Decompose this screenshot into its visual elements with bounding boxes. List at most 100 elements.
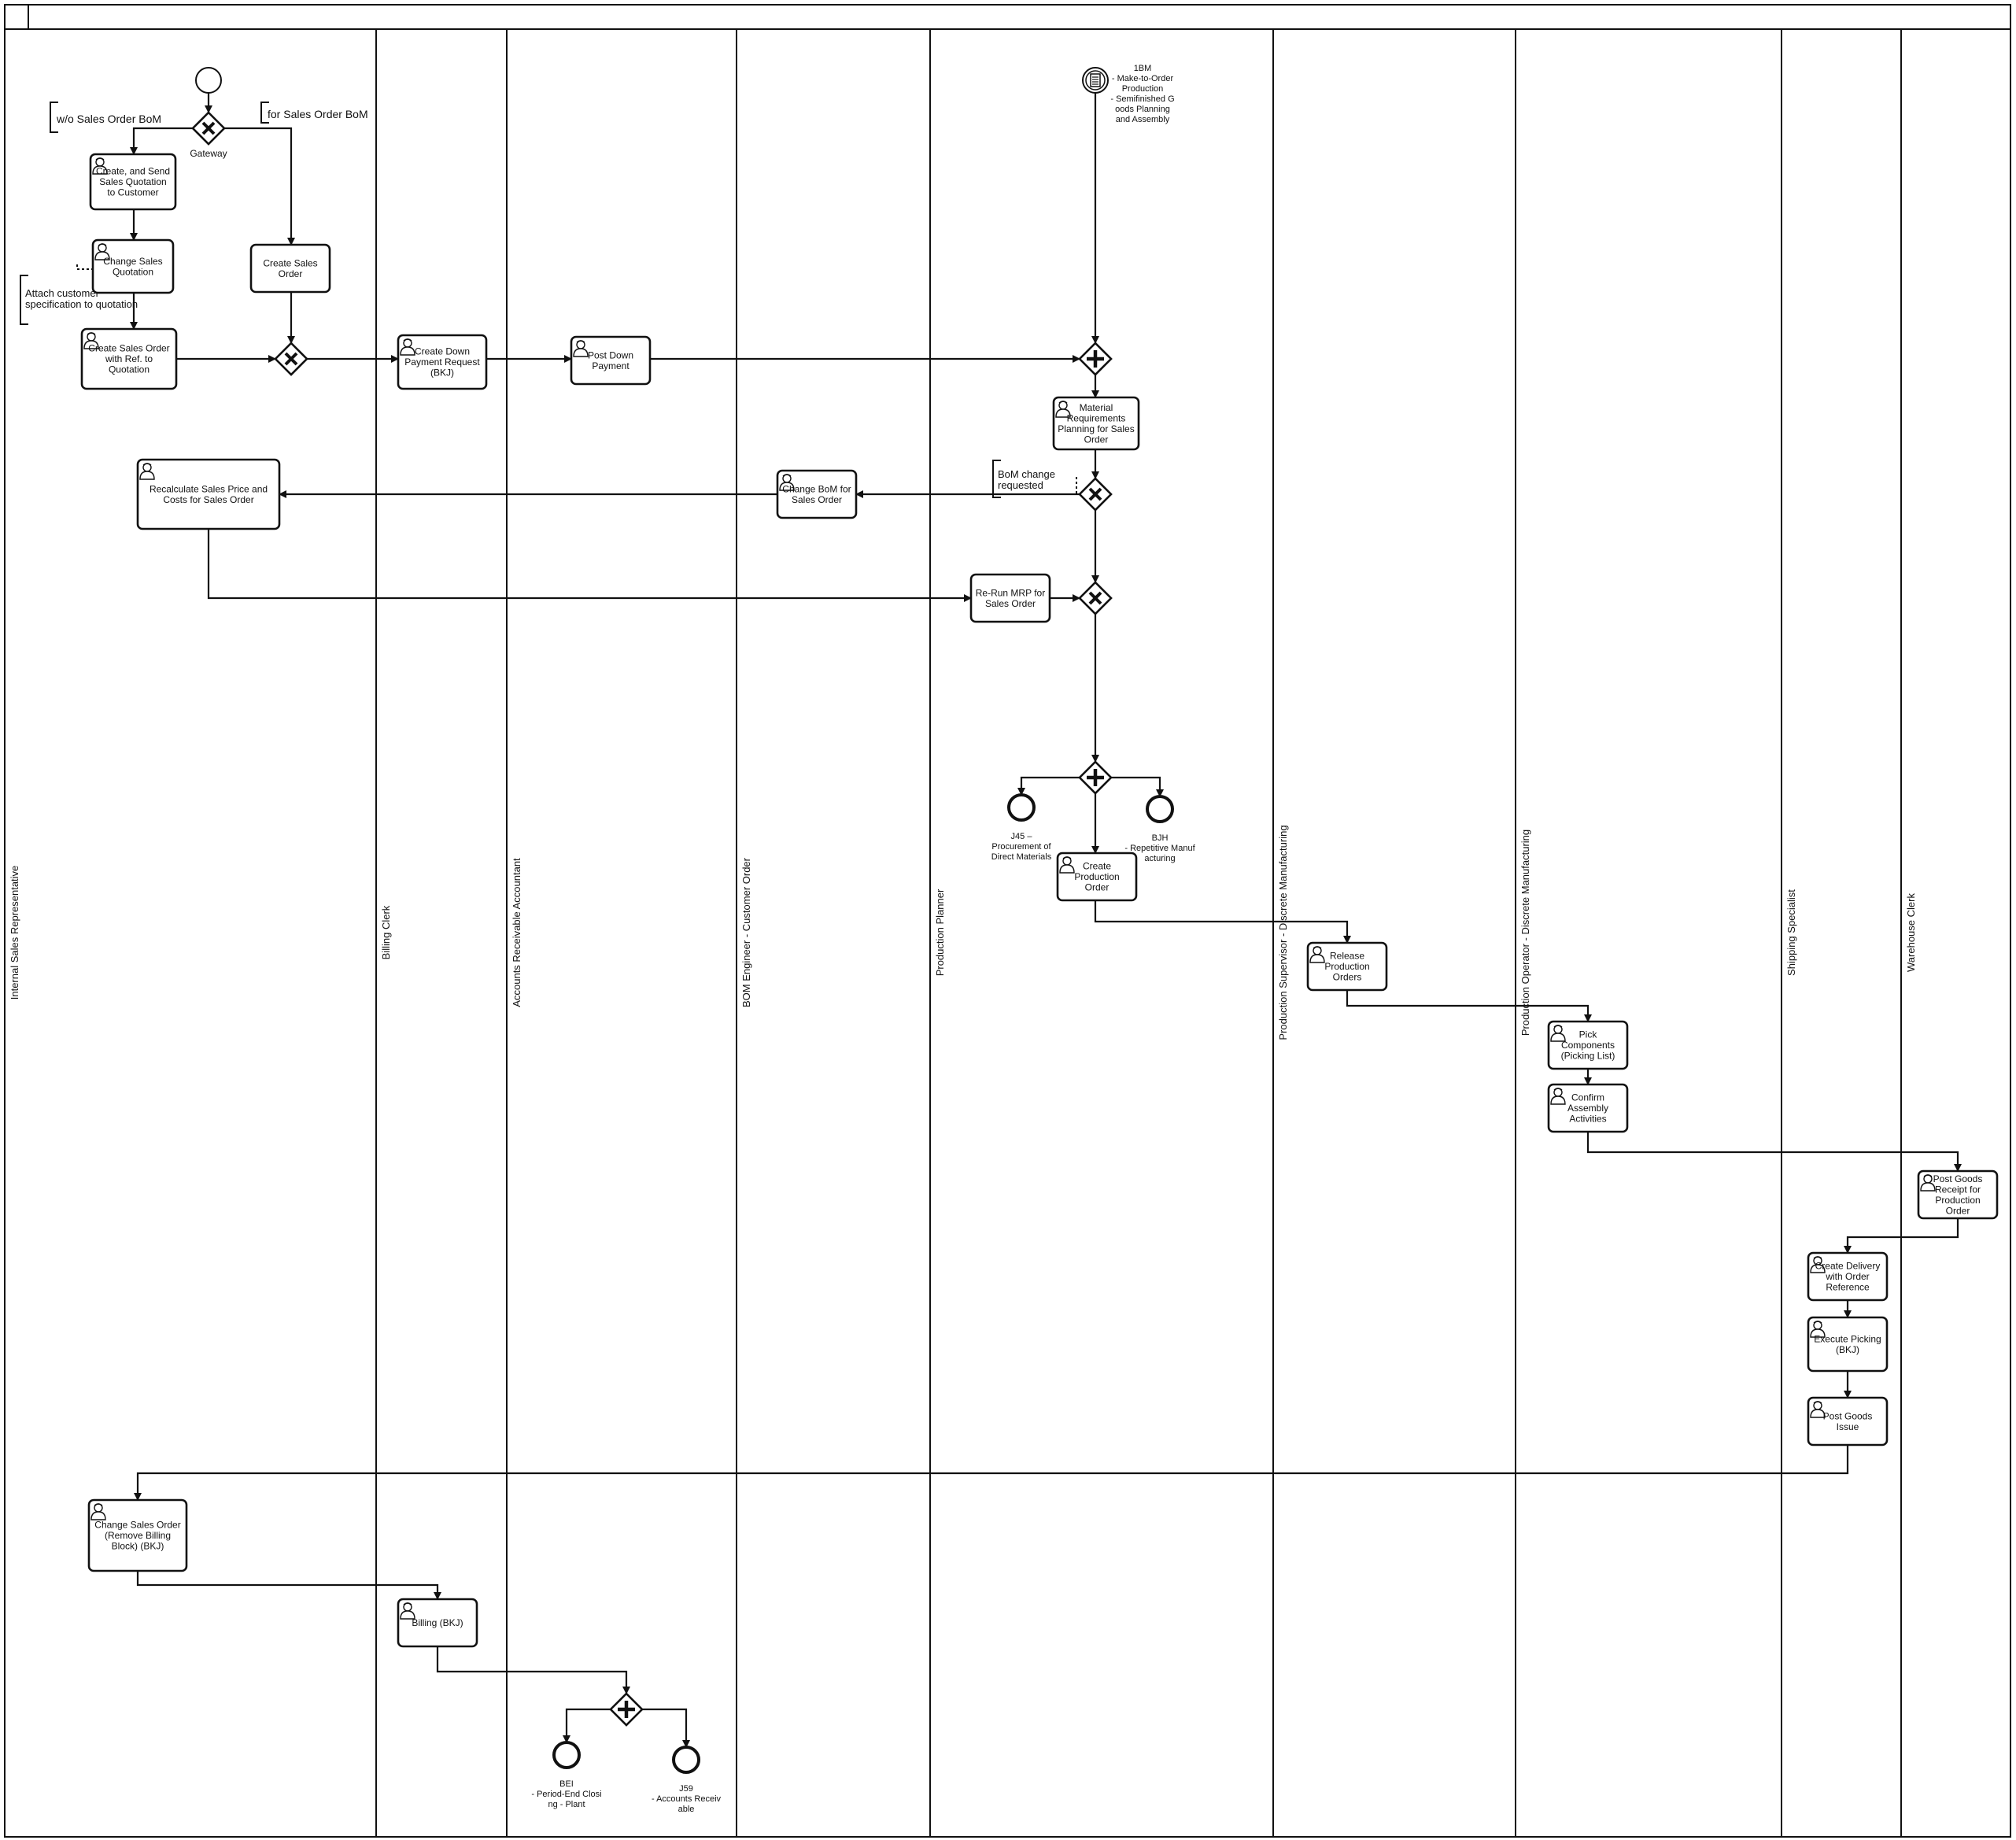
lane-label-bc: Billing Clerk [380,905,392,959]
task-label: Payment [592,360,630,371]
annotation-text-a_attach: specification to quotation [25,298,138,310]
start-event[interactable] [195,67,222,94]
exclusive-gateway[interactable]: Gateway [190,111,227,159]
plus-marker-icon [1087,350,1104,368]
annotation-text-a_wo: w/o Sales Order BoM [56,113,161,125]
sequence-flow[interactable] [130,127,193,155]
parallel-gateway[interactable] [609,1692,644,1727]
annotation-text-a_bom: BoM change [998,468,1055,480]
lane-label-bom: BOM Engineer - Customer Order [740,857,752,1007]
association-line [76,264,118,270]
exclusive-gateway[interactable] [274,342,308,376]
user-icon [779,474,795,491]
task-label: (BKJ) [1836,1344,1859,1355]
task-label: Confirm [1571,1092,1604,1103]
task-label: Assembly [1567,1103,1608,1114]
task-label: to Customer [107,187,158,198]
sequence-flow[interactable] [1094,900,1351,944]
user-icon [400,338,415,356]
sequence-flow[interactable] [1844,1218,1959,1254]
event-label: Direct Materials [991,852,1052,862]
task-label: Create Sales [263,257,317,268]
lane-label-pp: Production Planner [934,889,946,976]
sequence-flow[interactable] [563,1708,611,1743]
lane-label-isr: Internal Sales Representative [9,866,20,1000]
user-icon [94,243,110,260]
sequence-flow[interactable] [1346,990,1592,1022]
task-picking[interactable]: Execute Picking(BKJ) [1807,1316,1889,1373]
exclusive-gateway[interactable] [1078,581,1113,615]
exclusive-gateway[interactable] [1078,477,1113,512]
task-label: Create Sales Order [88,343,169,354]
event-label: - Accounts Receiv [652,1794,722,1804]
parallel-gateway[interactable] [1078,760,1113,795]
sequence-flow[interactable] [1017,776,1080,796]
end-event[interactable]: J59- Accounts Receivable [652,1746,722,1814]
event-label: and Assembly [1116,115,1170,124]
annotation-text-a_for: for Sales Order BoM [268,108,368,120]
event-label: - Repetitive Manuf [1124,844,1195,853]
task-label: Create [1083,861,1111,872]
task-label: Orders [1333,972,1362,983]
event-label: ng - Plant [548,1800,585,1809]
sequence-flow[interactable] [642,1708,690,1748]
user-icon [92,157,108,175]
event-label: Production [1122,84,1164,94]
sequence-flow[interactable] [436,1646,630,1694]
task-label: Re-Run MRP for [976,587,1045,598]
task-label: Activities [1569,1114,1606,1125]
plus-marker-icon [1087,769,1104,786]
gateway-label: Gateway [190,148,227,159]
event-label: Procurement of [991,842,1051,852]
lane-label-ps: Production Supervisor - Discrete Manufac… [1277,825,1289,1040]
task-label: (Remove Billing [105,1530,171,1541]
sequence-flow[interactable] [1586,1132,1962,1172]
task-label: Create Down [415,346,470,357]
event-label: - Period-End Closi [531,1790,601,1799]
user-icon [1810,1401,1826,1418]
task-label: (Picking List) [1561,1051,1615,1062]
sequence-flow[interactable] [224,127,295,246]
task-label: Reference [1826,1282,1870,1293]
event-label: able [678,1805,695,1814]
task-label: with Ref. to [105,353,153,364]
task-label: Block) (BKJ) [112,1541,164,1552]
sequence-flow[interactable] [1111,776,1164,797]
task-label: Quotation [113,266,153,277]
parallel-gateway[interactable] [1078,342,1113,376]
task-label: (BKJ) [430,368,454,379]
x-marker-icon [201,121,216,135]
gateways: Gateway [190,111,1113,1727]
end-event[interactable]: BJH- Repetitive Manufacturing [1124,795,1196,863]
pool [4,4,2011,1838]
sequence-flow[interactable] [136,1571,441,1600]
sequence-flows [76,93,1962,1748]
sequence-flow[interactable] [134,1445,1849,1501]
task-billing[interactable]: Billing (BKJ) [397,1598,478,1648]
lane-label-wc: Warehouse Clerk [1905,893,1917,972]
task-label: Production [1324,961,1369,972]
sequence-flow[interactable] [207,529,972,602]
task-remove-block[interactable]: Change Sales Order(Remove BillingBlock) … [87,1498,188,1572]
lane-label-ara: Accounts Receivable Accountant [511,858,522,1007]
